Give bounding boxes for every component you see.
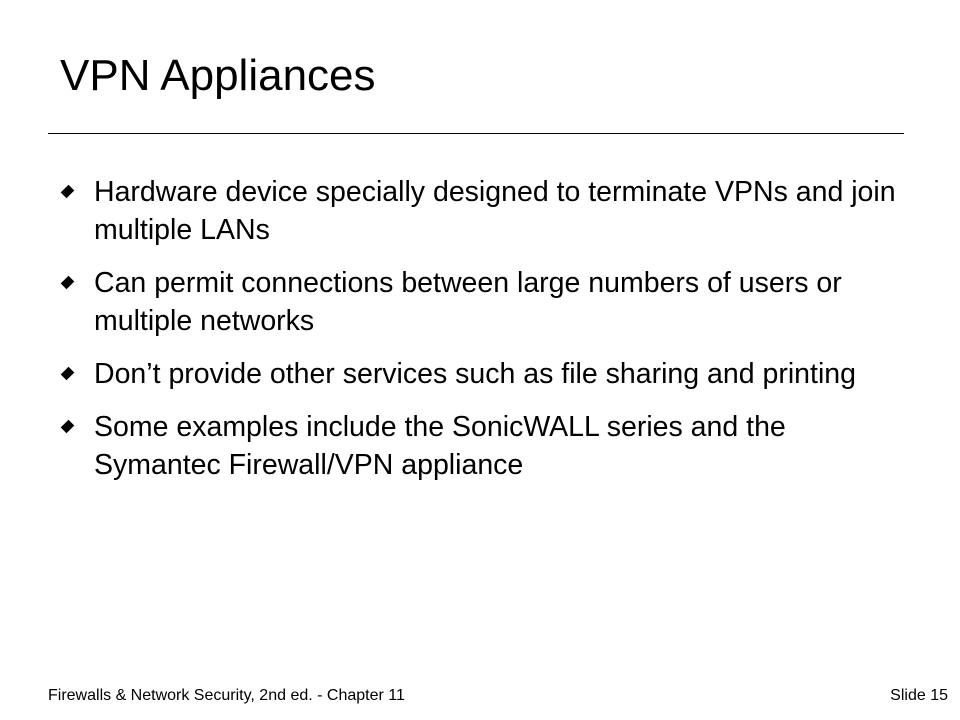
diamond-icon — [60, 275, 75, 290]
bullet-list: Hardware device specially designed to te… — [60, 173, 920, 499]
footer-source: Firewalls & Network Security, 2nd ed. - … — [48, 687, 405, 704]
list-item: Some examples include the SonicWALL seri… — [60, 408, 920, 484]
diamond-icon — [60, 419, 75, 434]
bullet-text: Don’t provide other services such as fil… — [94, 358, 856, 390]
bullet-text: Can permit connections between large num… — [94, 267, 842, 337]
bullet-text: Some examples include the SonicWALL seri… — [94, 411, 786, 481]
list-item: Don’t provide other services such as fil… — [60, 355, 920, 393]
diamond-icon — [60, 184, 75, 199]
slide-number: Slide 15 — [890, 687, 948, 704]
list-item: Can permit connections between large num… — [60, 264, 920, 340]
slide-title: VPN Appliances — [60, 51, 376, 100]
bullet-text: Hardware device specially designed to te… — [94, 176, 896, 246]
list-item: Hardware device specially designed to te… — [60, 173, 920, 249]
title-divider — [48, 133, 904, 134]
diamond-icon — [60, 366, 75, 381]
